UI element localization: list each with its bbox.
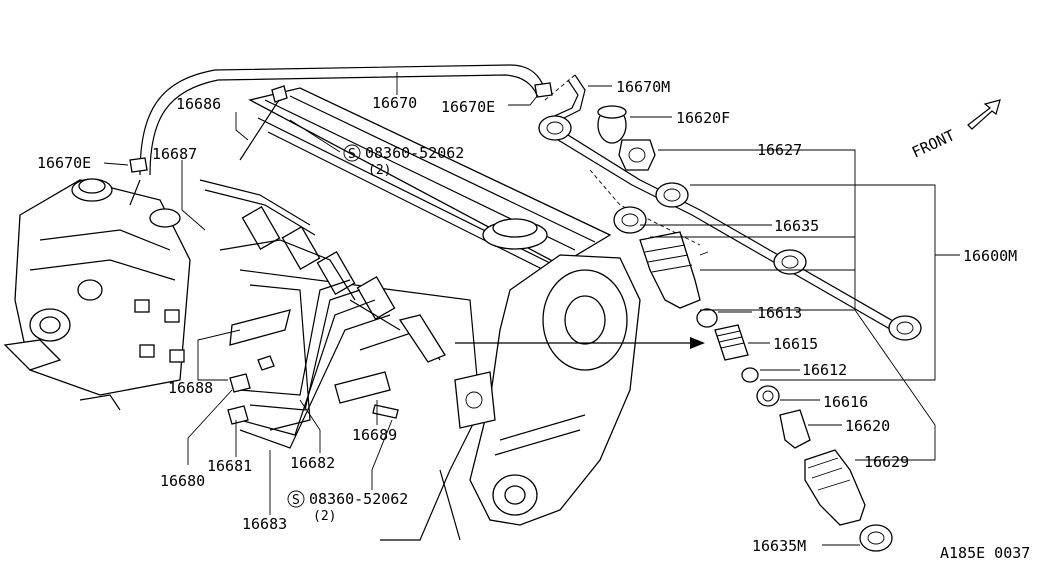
label-16683: 16683	[242, 515, 287, 533]
label-16615: 16615	[773, 335, 818, 353]
label-16681: 16681	[207, 457, 252, 475]
label-front: FRONT	[909, 126, 958, 161]
part-labels: 16670 16670E 16670M 16620F 16627 16686 1…	[37, 78, 1030, 562]
label-16620F: 16620F	[676, 109, 730, 127]
s-mark-icon-bottom	[287, 490, 305, 508]
front-arrow-icon	[967, 99, 1001, 130]
label-bolt-code-bottom: 08360-52062	[309, 490, 408, 508]
label-16686: 16686	[176, 95, 221, 113]
s-mark-top: S	[348, 147, 356, 162]
label-16670M: 16670M	[616, 78, 670, 96]
injector-exploded-parts	[538, 105, 922, 552]
label-16616: 16616	[823, 393, 868, 411]
injection-pump-illustration	[3, 178, 191, 411]
label-16688: 16688	[168, 379, 213, 397]
label-16620: 16620	[845, 417, 890, 435]
label-16680: 16680	[160, 472, 205, 490]
label-16629: 16629	[864, 453, 909, 471]
label-16670E-left: 16670E	[37, 154, 91, 172]
label-16689: 16689	[352, 426, 397, 444]
label-bolt-qty-top: (2)	[368, 163, 391, 178]
engine-illustration	[239, 87, 641, 541]
label-bolt-code-top: 08360-52062	[365, 144, 464, 162]
s-mark-icon-top	[343, 144, 361, 162]
label-16670: 16670	[372, 94, 417, 112]
s-mark-bottom: S	[292, 493, 300, 508]
label-16635: 16635	[774, 217, 819, 235]
label-16682: 16682	[290, 454, 335, 472]
label-16612: 16612	[802, 361, 847, 379]
label-16670E-top: 16670E	[441, 98, 495, 116]
diagram-code: A185E 0037	[940, 544, 1030, 562]
assembly-arrow	[455, 337, 705, 349]
label-16687: 16687	[152, 145, 197, 163]
leader-lines	[103, 72, 960, 546]
label-16613: 16613	[757, 304, 802, 322]
label-16600M: 16600M	[963, 247, 1017, 265]
label-16627: 16627	[757, 141, 802, 159]
label-16635M: 16635M	[752, 537, 806, 555]
label-bolt-qty-bottom: (2)	[313, 509, 336, 524]
